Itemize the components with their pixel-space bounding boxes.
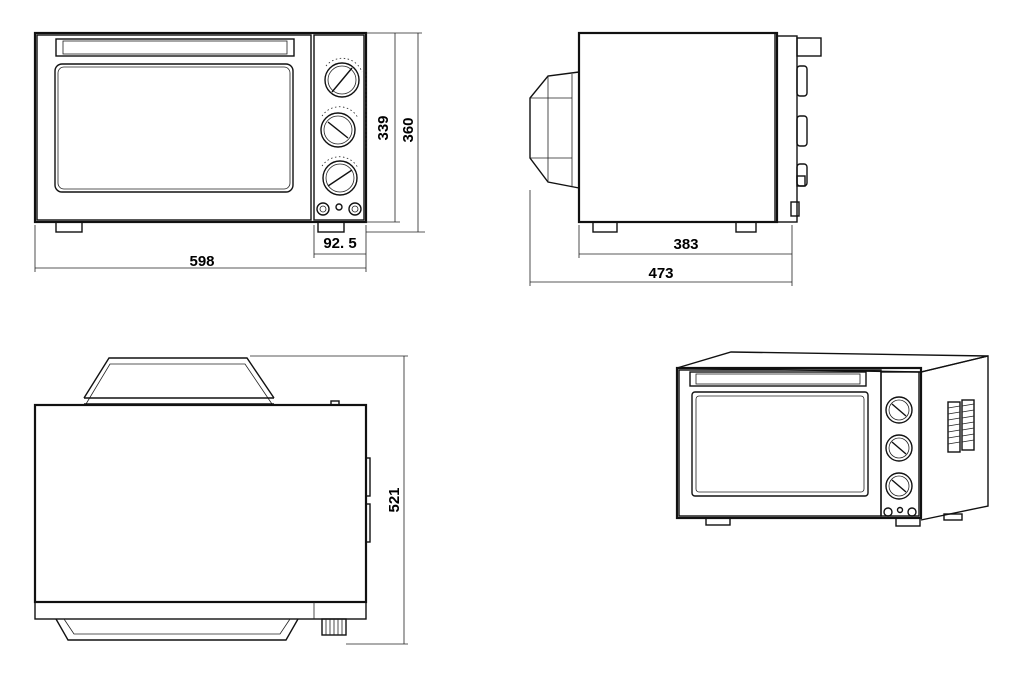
side-body bbox=[577, 31, 779, 224]
door-handle-icon bbox=[689, 371, 867, 387]
foot-icon bbox=[895, 517, 921, 527]
foot-icon bbox=[592, 221, 618, 233]
isometric-view bbox=[675, 351, 989, 527]
dim-overall-depth: 473 bbox=[648, 265, 673, 282]
door-handle-icon bbox=[55, 38, 295, 57]
iso-front bbox=[675, 366, 923, 520]
door-handle-icon bbox=[55, 618, 299, 641]
vent-slots-icon bbox=[947, 399, 975, 453]
dim-top-depth: 521 bbox=[386, 487, 403, 512]
dim-body-height: 339 bbox=[375, 115, 392, 140]
rotary-knob-icon bbox=[322, 160, 358, 196]
foot-icon bbox=[55, 221, 83, 233]
control-panel bbox=[313, 34, 365, 221]
front-view bbox=[33, 31, 368, 233]
foot-icon bbox=[705, 517, 731, 526]
dim-overall-width: 598 bbox=[189, 253, 214, 270]
door-window bbox=[54, 63, 294, 193]
foot-icon bbox=[943, 513, 963, 521]
rotary-knob-icon bbox=[885, 396, 913, 424]
foot-icon bbox=[317, 221, 345, 233]
rotary-knob-icon bbox=[796, 37, 822, 57]
dim-overall-height: 360 bbox=[400, 117, 417, 142]
side-dimensions: 383 473 bbox=[529, 190, 793, 286]
top-body bbox=[33, 403, 368, 604]
dim-control-panel-width: 92. 5 bbox=[323, 235, 356, 252]
rotary-knob-icon bbox=[885, 434, 913, 462]
door-handle-icon bbox=[529, 71, 580, 189]
door-handle-icon bbox=[83, 357, 275, 399]
rotary-knob-icon bbox=[885, 472, 913, 500]
rotary-knob-icon bbox=[796, 65, 808, 97]
dim-body-depth: 383 bbox=[673, 236, 698, 253]
front-dimensions: 598 92. 5 339 360 bbox=[34, 32, 425, 272]
foot-icon bbox=[735, 221, 757, 233]
rotary-knob-icon bbox=[796, 115, 808, 147]
top-view bbox=[33, 357, 371, 641]
door-window bbox=[691, 391, 869, 497]
front-body bbox=[33, 31, 368, 224]
door-frame bbox=[36, 34, 312, 221]
rotary-knob-icon bbox=[324, 62, 360, 98]
side-view bbox=[529, 31, 822, 233]
rotary-knob-icon bbox=[320, 112, 356, 148]
top-dimensions: 521 bbox=[250, 355, 408, 645]
